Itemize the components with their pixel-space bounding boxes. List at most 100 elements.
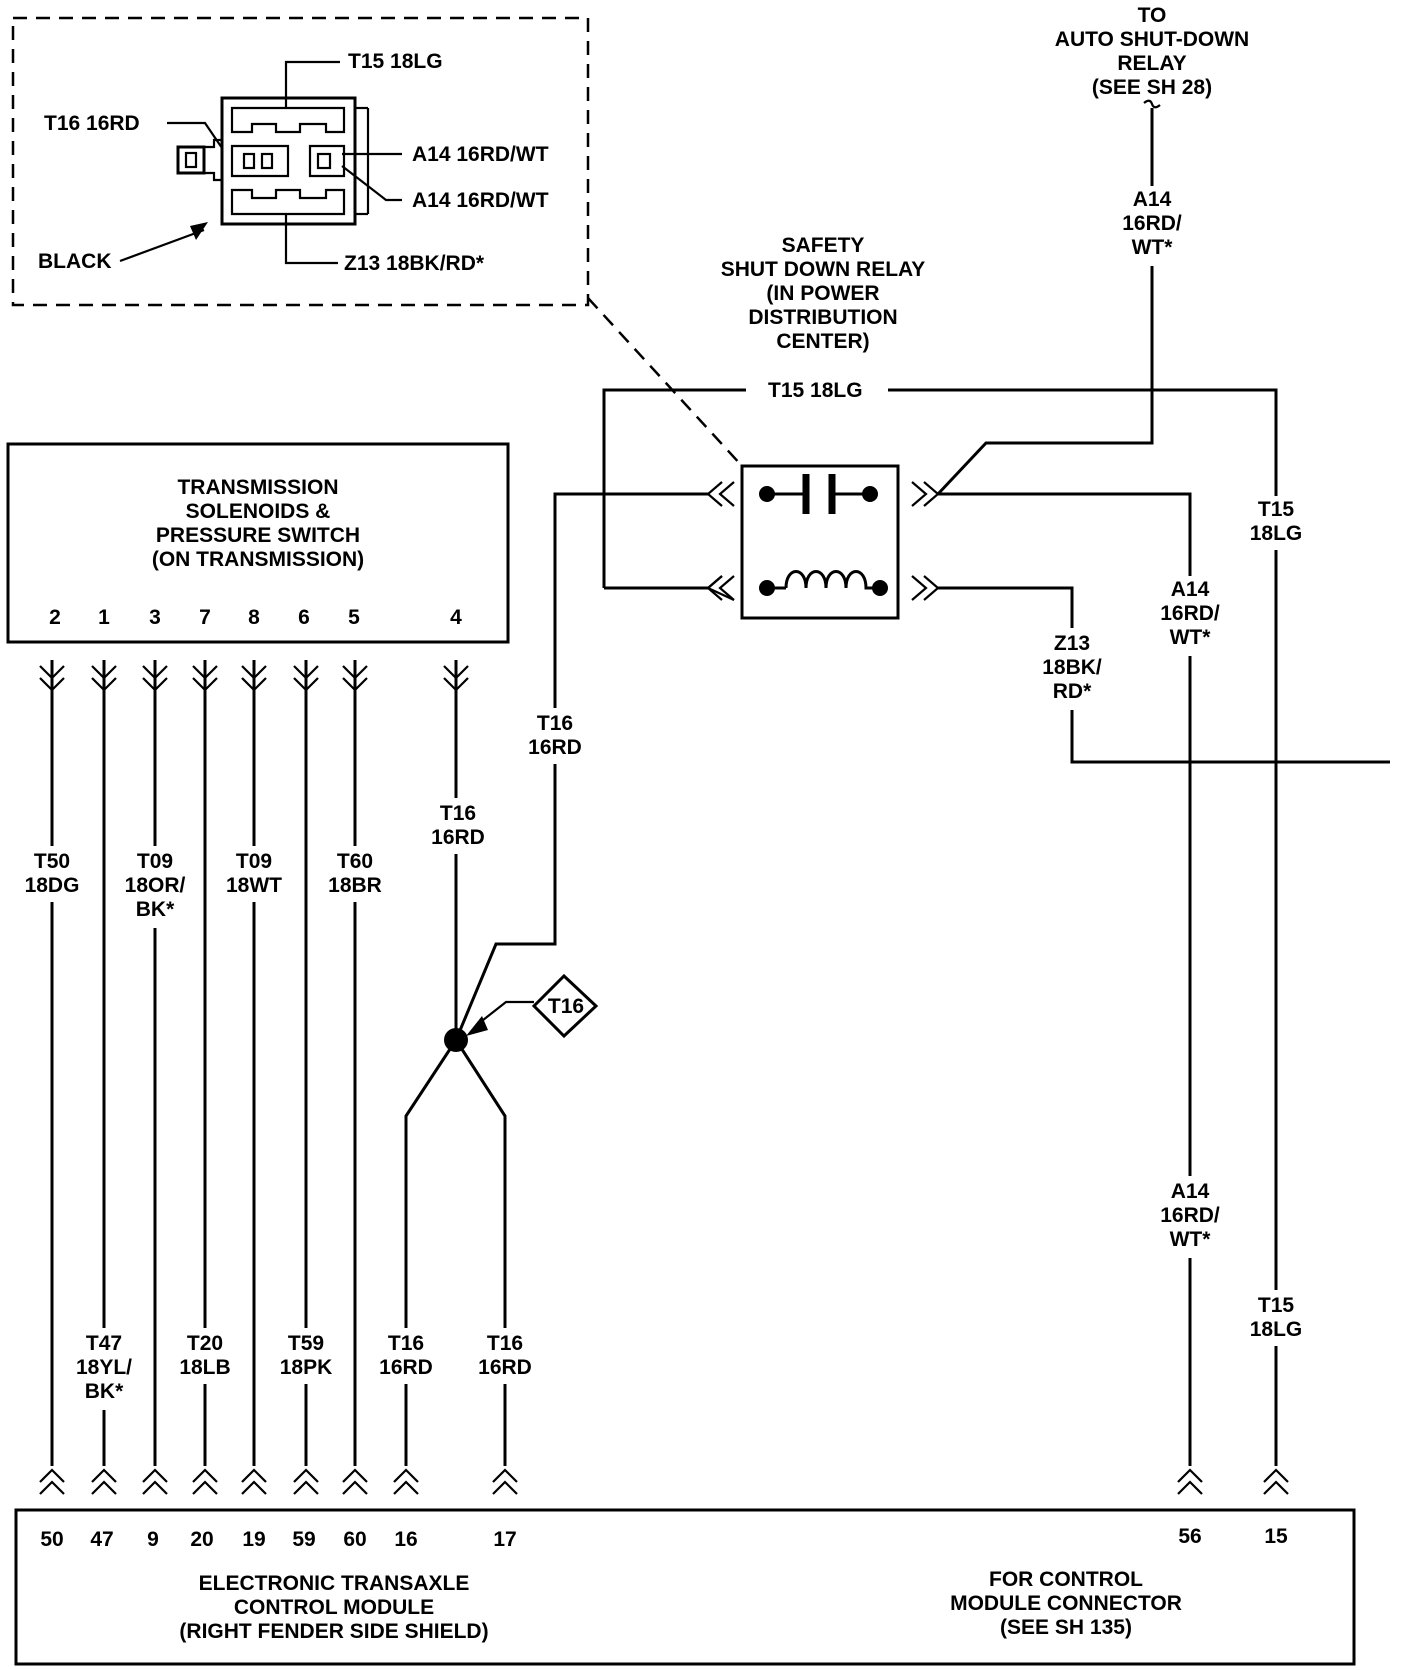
wire-label-a14-lower-2: 16RD/: [1160, 1204, 1220, 1227]
transmission-pin: 6: [298, 606, 310, 629]
connector-chevron-icon: [911, 575, 940, 601]
splice-dot: [444, 1028, 468, 1052]
wire-label-t59-1: T59: [288, 1332, 324, 1355]
wire-label-t47-1: T47: [86, 1332, 122, 1355]
wire-label-t09b-1: T09: [236, 850, 272, 873]
module-pin: 56: [1178, 1525, 1201, 1548]
module-connector-chevrons: [39, 1468, 1289, 1495]
wire-label-t15-lower-2: 18LG: [1250, 1318, 1303, 1341]
inset-label-a14-bottom: A14 16RD/WT: [412, 189, 549, 212]
wire-label-a14-upper-3: WT*: [1132, 236, 1174, 259]
wire-label-z13-1: Z13: [1054, 632, 1090, 655]
wire-label-t09a-2: 18OR/: [125, 874, 186, 897]
wire-label-t16-b2-1: T16: [487, 1332, 523, 1355]
connector-chevron-icon: [241, 665, 267, 692]
module-pin: 60: [343, 1528, 366, 1551]
module-pin: 59: [292, 1528, 315, 1551]
transmission-title-2: SOLENOIDS &: [186, 500, 331, 523]
wire-label-t15-right-2: 18LG: [1250, 522, 1303, 545]
wire-label-a14-mid-2: 16RD/: [1160, 602, 1220, 625]
module-title-3: (RIGHT FENDER SIDE SHIELD): [179, 1620, 488, 1643]
wire-label-t60-1: T60: [337, 850, 373, 873]
wire-label-a14-upper-2: 16RD/: [1122, 212, 1182, 235]
wire-label-t60: T60 18BR: [320, 846, 390, 902]
wire-label-a14-lower-3: WT*: [1170, 1228, 1212, 1251]
connector-chevron-icon: [293, 665, 319, 692]
wire-label-t47-2: 18YL/: [76, 1356, 132, 1379]
wire-label-t50-1: T50: [34, 850, 70, 873]
wire-label-t15-right: T15 18LG: [1246, 496, 1306, 550]
connector-chevron-icon: [911, 481, 940, 507]
wire-label-t15-top-text: T15 18LG: [768, 379, 863, 402]
connector-chevron-icon: [39, 1468, 65, 1495]
wire-label-t16-b2-2: 16RD: [478, 1356, 532, 1379]
connector-chevron-icon: [1263, 1468, 1289, 1495]
wire-label-t16-branch-2: T16 16RD: [472, 1328, 540, 1384]
wire-label-t16-b1-2: 16RD: [379, 1356, 433, 1379]
inset-label-a14-top: A14 16RD/WT: [412, 143, 549, 166]
transmission-pin: 1: [98, 606, 110, 629]
transmission-pin: 5: [348, 606, 360, 629]
inset-label-t15: T15 18LG: [348, 50, 443, 73]
wire-label-a14-mid-1: A14: [1171, 578, 1210, 601]
inset-label-t16: T16 16RD: [44, 112, 140, 135]
connector-chevron-icon: [443, 665, 469, 692]
module-pin: 47: [90, 1528, 113, 1551]
wire-label-t16-pin4-1: T16: [440, 802, 476, 825]
module-pin: 9: [147, 1528, 159, 1551]
transmission-pin: 7: [199, 606, 211, 629]
module-pin: 20: [190, 1528, 213, 1551]
transmission-title-1: TRANSMISSION: [177, 476, 338, 499]
wire-label-a14-upper-1: A14: [1133, 188, 1172, 211]
asd-relay-line-4: (SEE SH 28): [1092, 76, 1212, 99]
safety-relay-line-4: DISTRIBUTION: [748, 306, 897, 329]
wire-label-t15-lower: T15 18LG: [1246, 1290, 1306, 1346]
connector-chevron-icon: [91, 1468, 117, 1495]
wire-label-t50-2: 18DG: [25, 874, 80, 897]
connector-chevron-icon: [142, 1468, 168, 1495]
transmission-connector-chevrons: [39, 665, 469, 692]
connector-chevron-icon: [192, 665, 218, 692]
wire-label-t59-2: 18PK: [280, 1356, 333, 1379]
connector-chevron-icon: [492, 1468, 518, 1495]
connector-chevron-icon: [1177, 1468, 1203, 1495]
wire-label-t50: T50 18DG: [20, 846, 84, 902]
safety-shutdown-relay-label: SAFETY SHUT DOWN RELAY (IN POWER DISTRIB…: [721, 234, 926, 353]
transmission-title-3: PRESSURE SWITCH: [156, 524, 360, 547]
wire-label-t09a: T09 18OR/ BK*: [118, 846, 192, 928]
wire-label-t09b: T09 18WT: [218, 846, 290, 902]
wire-label-t15-lower-1: T15: [1258, 1294, 1295, 1317]
module-pin: 50: [40, 1528, 63, 1551]
inset-label-z13: Z13 18BK/RD*: [344, 252, 485, 275]
arrow-icon: [466, 1016, 488, 1036]
asd-relay-line-1: TO: [1138, 4, 1167, 27]
wire-label-z13-2: 18BK/: [1042, 656, 1102, 679]
safety-relay-line-2: SHUT DOWN RELAY: [721, 258, 926, 281]
wire-label-t20-2: 18LB: [179, 1356, 230, 1379]
connector-chevron-icon: [142, 665, 168, 692]
connector-chevron-icon: [342, 1468, 368, 1495]
continuation-break-icon: [1143, 99, 1161, 109]
wire-label-t47: T47 18YL/ BK*: [68, 1328, 140, 1410]
splice-t16: T16: [444, 973, 599, 1052]
wire-label-t09b-2: 18WT: [226, 874, 282, 897]
wire-label-t16-relay: T16 16RD: [522, 708, 588, 764]
wire-label-t20-1: T20: [187, 1332, 223, 1355]
module-pin: 16: [394, 1528, 417, 1551]
wire-label-t15-right-1: T15: [1258, 498, 1295, 521]
connector-chevron-icon: [706, 481, 735, 507]
wire-label-a14-upper: A14 16RD/ WT*: [1120, 186, 1184, 266]
connector-chevron-icon: [393, 1468, 419, 1495]
wire-label-t09a-3: BK*: [136, 898, 175, 921]
wire-label-a14-mid-3: WT*: [1170, 626, 1212, 649]
wire-label-t16-relay-2: 16RD: [528, 736, 582, 759]
connector-ref-2: MODULE CONNECTOR: [950, 1592, 1182, 1615]
connector-chevron-icon: [192, 1468, 218, 1495]
asd-relay-line-2: AUTO SHUT-DOWN: [1055, 28, 1249, 51]
wire-label-t16-pin4-2: 16RD: [431, 826, 485, 849]
transmission-solenoids-box: TRANSMISSION SOLENOIDS & PRESSURE SWITCH…: [6, 442, 510, 644]
wire-label-a14-lower-1: A14: [1171, 1180, 1210, 1203]
asd-relay-line-3: RELAY: [1117, 52, 1186, 75]
connector-ref-1: FOR CONTROL: [989, 1568, 1143, 1591]
